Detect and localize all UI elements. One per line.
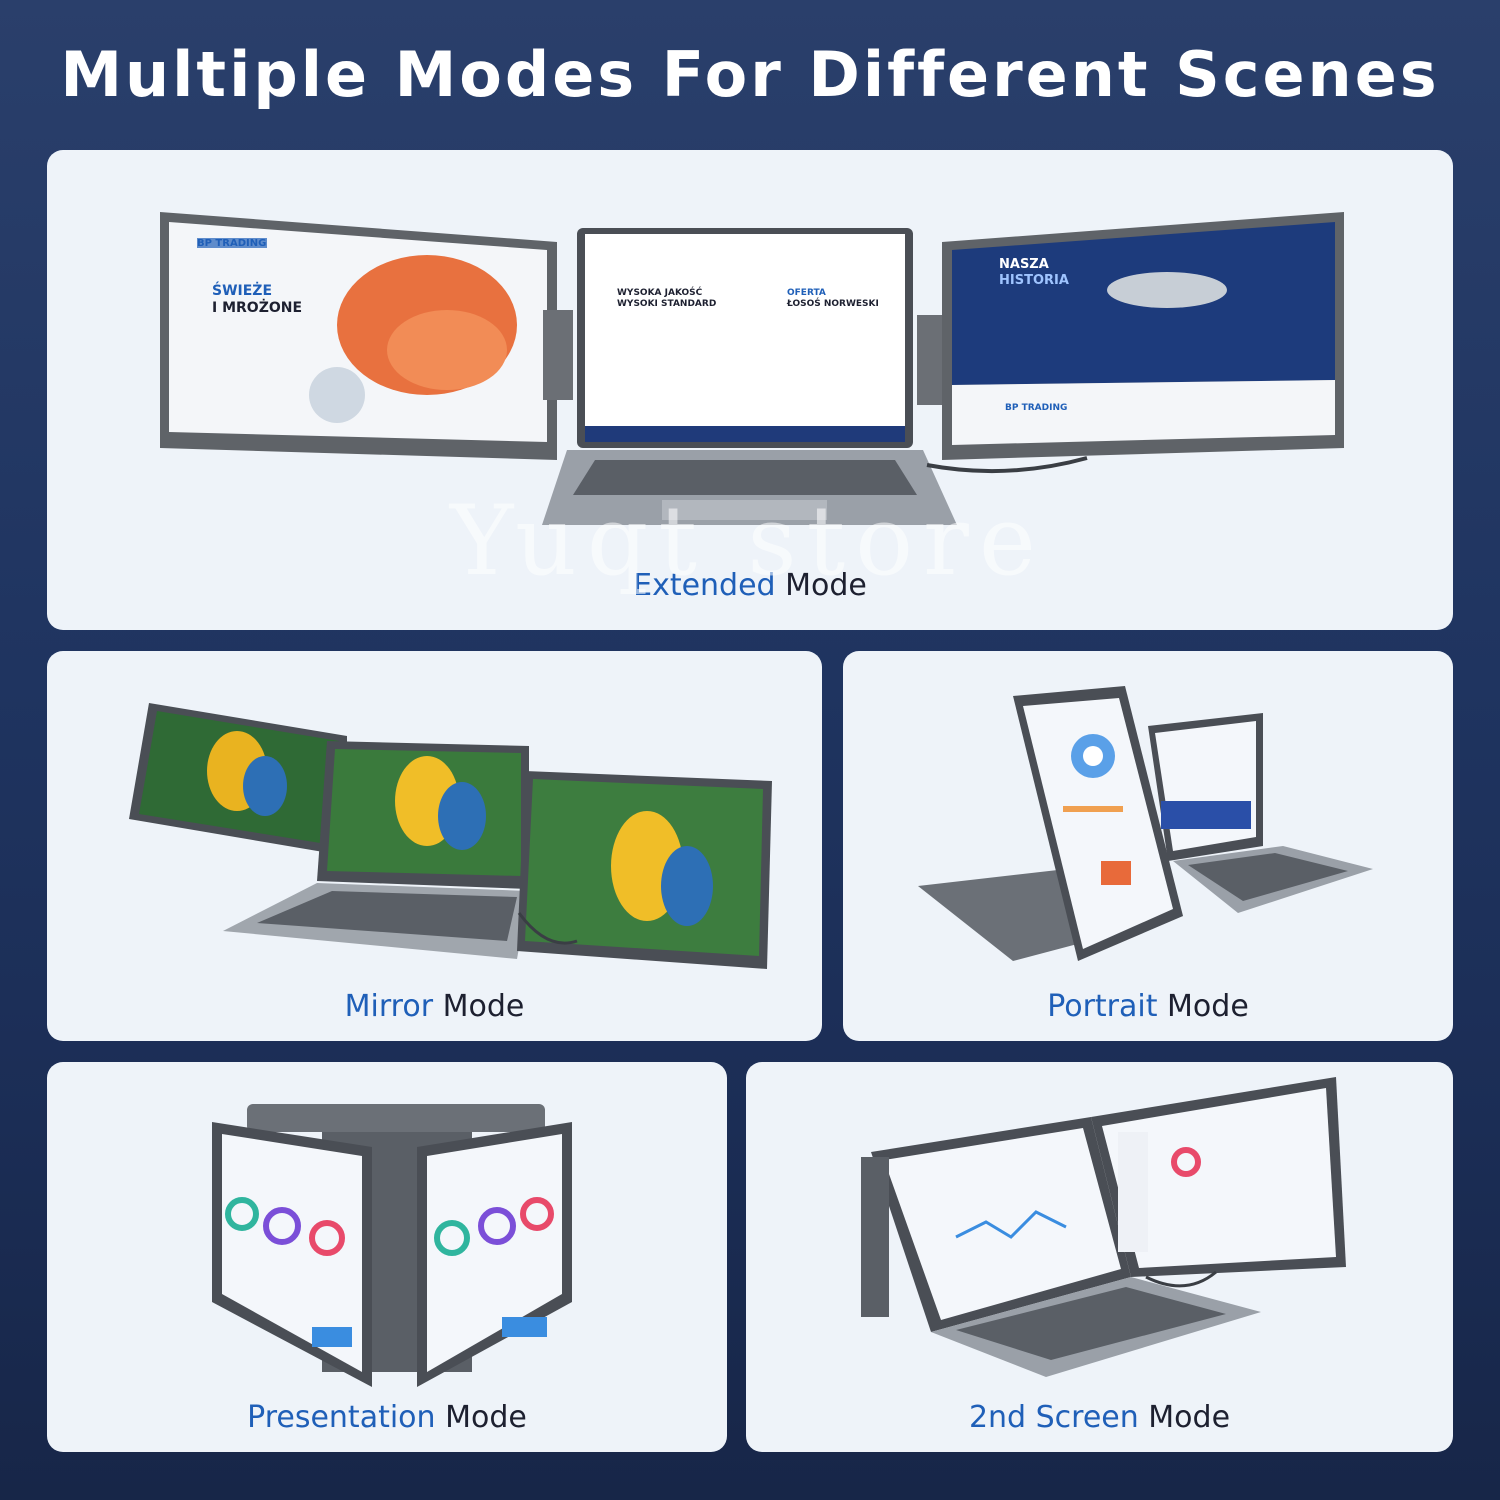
presentation-mode-card: Presentation Mode [47, 1062, 727, 1452]
extended-mode-suffix: Mode [775, 568, 867, 603]
portrait-mode-illustration [918, 686, 1373, 961]
presentation-mode-accent: Presentation [247, 1400, 436, 1435]
left-screen-headline-1: ŚWIEŻE [212, 281, 272, 299]
right-screen-brand: BP TRADING [1005, 403, 1067, 413]
extended-mode-illustration: BP TRADING ŚWIEŻE I MROŻONE WYSOKA JAKOŚ… [160, 212, 1344, 525]
portrait-mode-card: Portrait Mode [843, 651, 1453, 1041]
mirror-mode-accent: Mirror [344, 989, 434, 1024]
center-screen-heading-2: WYSOKI STANDARD [617, 299, 716, 309]
mirror-mode-suffix: Mode [433, 989, 525, 1024]
second-screen-mode-caption: 2nd Screen Mode [746, 1400, 1453, 1435]
page-title: Multiple Modes For Different Scenes [60, 38, 1440, 111]
second-screen-mode-card: 2nd Screen Mode [746, 1062, 1453, 1452]
portrait-mode-caption: Portrait Mode [843, 989, 1453, 1024]
portrait-mode-accent: Portrait [1047, 989, 1158, 1024]
extended-mode-caption: Extended Mode [47, 568, 1453, 603]
center-screen-heading-4: ŁOSOŚ NORWESKI [786, 297, 879, 309]
mirror-mode-caption: Mirror Mode [47, 989, 822, 1024]
extended-mode-card: BP TRADING ŚWIEŻE I MROŻONE WYSOKA JAKOŚ… [47, 150, 1453, 630]
presentation-mode-caption: Presentation Mode [47, 1400, 727, 1435]
center-screen-heading-3: OFERTA [787, 288, 826, 298]
second-screen-mode-accent: 2nd Screen [968, 1400, 1139, 1435]
presentation-mode-illustration [212, 1104, 572, 1387]
right-screen-headline-1: NASZA [999, 257, 1049, 272]
second-screen-mode-illustration [861, 1077, 1346, 1377]
right-screen-headline-2: HISTORIA [999, 273, 1069, 288]
center-screen-heading-1: WYSOKA JAKOŚĆ [617, 286, 703, 298]
second-screen-mode-suffix: Mode [1138, 1400, 1231, 1435]
mirror-mode-card: Mirror Mode [47, 651, 822, 1041]
extended-mode-accent: Extended [633, 568, 776, 603]
left-screen-brand: BP TRADING [197, 238, 266, 249]
presentation-mode-suffix: Mode [435, 1400, 527, 1435]
left-screen-headline-2: I MROŻONE [212, 299, 302, 316]
mirror-mode-illustration [129, 703, 772, 969]
watermark: Yuqt store [450, 485, 1046, 597]
portrait-mode-suffix: Mode [1157, 989, 1249, 1024]
